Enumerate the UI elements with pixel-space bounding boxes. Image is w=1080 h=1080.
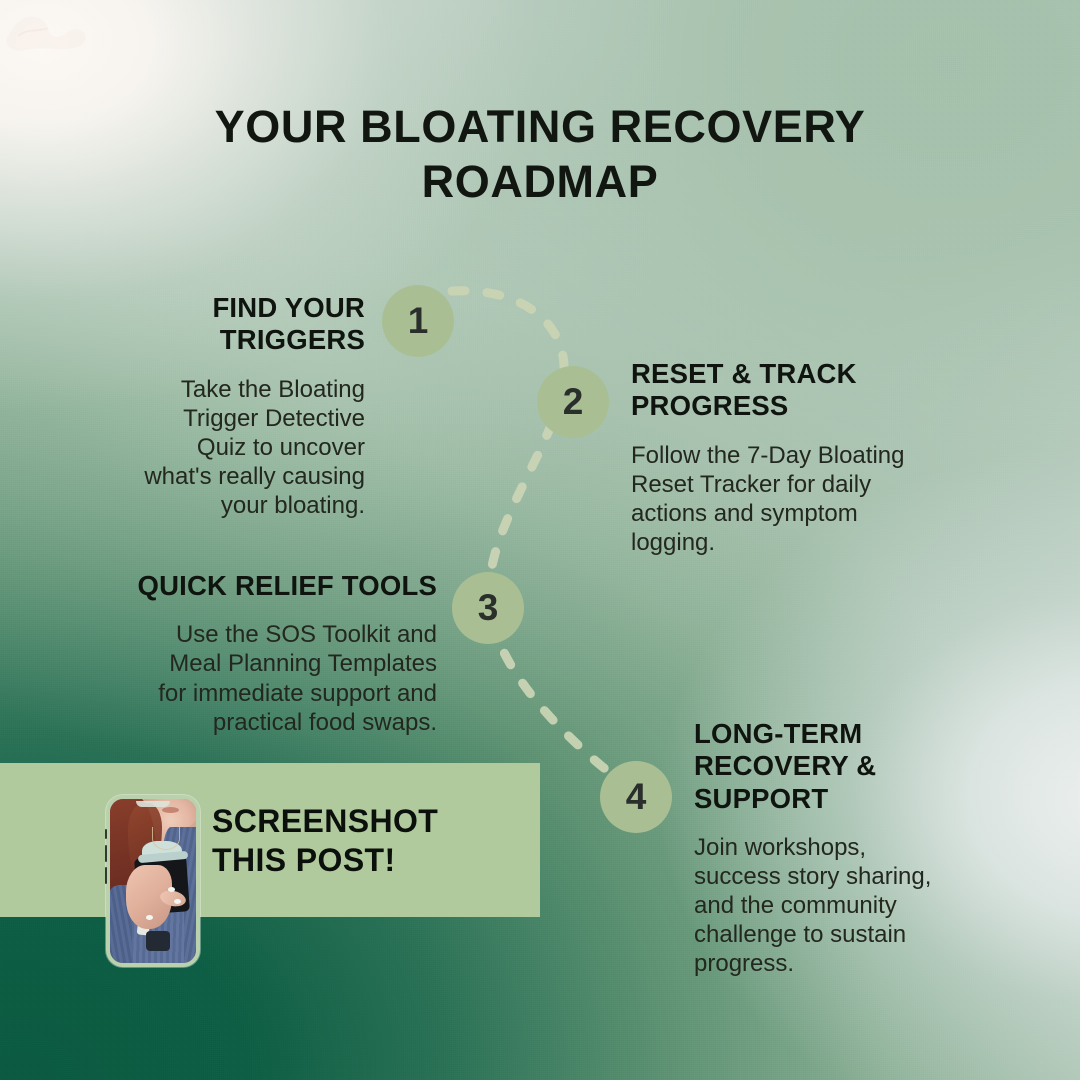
phone-mute-button-icon <box>105 829 107 839</box>
screenshot-banner <box>0 763 540 917</box>
step-2-heading: RESET & TRACK PROGRESS <box>631 358 857 422</box>
phone-volume-down-icon <box>105 867 107 884</box>
photo-necklace <box>152 827 180 850</box>
step-circle-3: 3 <box>452 572 524 644</box>
step-circle-4: 4 <box>600 761 672 833</box>
photo-fingernail <box>174 899 181 904</box>
step-3-heading: QUICK RELIEF TOOLS <box>137 570 437 601</box>
page-title: YOUR BLOATING RECOVERY ROADMAP <box>214 101 866 207</box>
step-block-2: RESET & TRACK PROGRESS Follow the 7-Day … <box>631 358 971 557</box>
step-circle-1: 1 <box>382 285 454 357</box>
step-4-heading: LONG-TERM RECOVERY & SUPPORT <box>694 718 877 814</box>
step-number-3: 3 <box>477 587 499 628</box>
photo-bag <box>146 931 170 951</box>
phone-mockup <box>105 795 200 967</box>
step-number-4: 4 <box>625 776 647 817</box>
step-1-body: Take the Bloating Trigger Detective Quiz… <box>144 375 365 519</box>
step-circle-2: 2 <box>537 366 609 438</box>
step-block-3: QUICK RELIEF TOOLS Use the SOS Toolkit a… <box>85 570 438 737</box>
step-block-1: FIND YOUR TRIGGERS Take the Bloating Tri… <box>85 292 365 520</box>
step-number-2: 2 <box>562 381 584 422</box>
step-2-body: Follow the 7-Day Bloating Reset Tracker … <box>631 441 905 556</box>
photo-fingernail <box>168 887 175 892</box>
step-4-body: Join workshops, success story sharing, a… <box>694 834 932 978</box>
step-number-1: 1 <box>407 300 429 341</box>
phone-volume-up-icon <box>105 845 107 862</box>
phone-notch-icon <box>136 801 170 807</box>
step-1-heading: FIND YOUR TRIGGERS <box>212 292 365 356</box>
screenshot-banner-text: SCREENSHOT THIS POST! <box>212 803 439 879</box>
photo-fingernail <box>146 915 153 920</box>
phone-screen-photo <box>110 799 196 963</box>
watermark-scribble-icon <box>6 16 86 51</box>
step-3-body: Use the SOS Toolkit and Meal Planning Te… <box>158 621 437 736</box>
step-block-4: LONG-TERM RECOVERY & SUPPORT Join worksh… <box>694 718 994 978</box>
photo-lips <box>162 807 179 813</box>
